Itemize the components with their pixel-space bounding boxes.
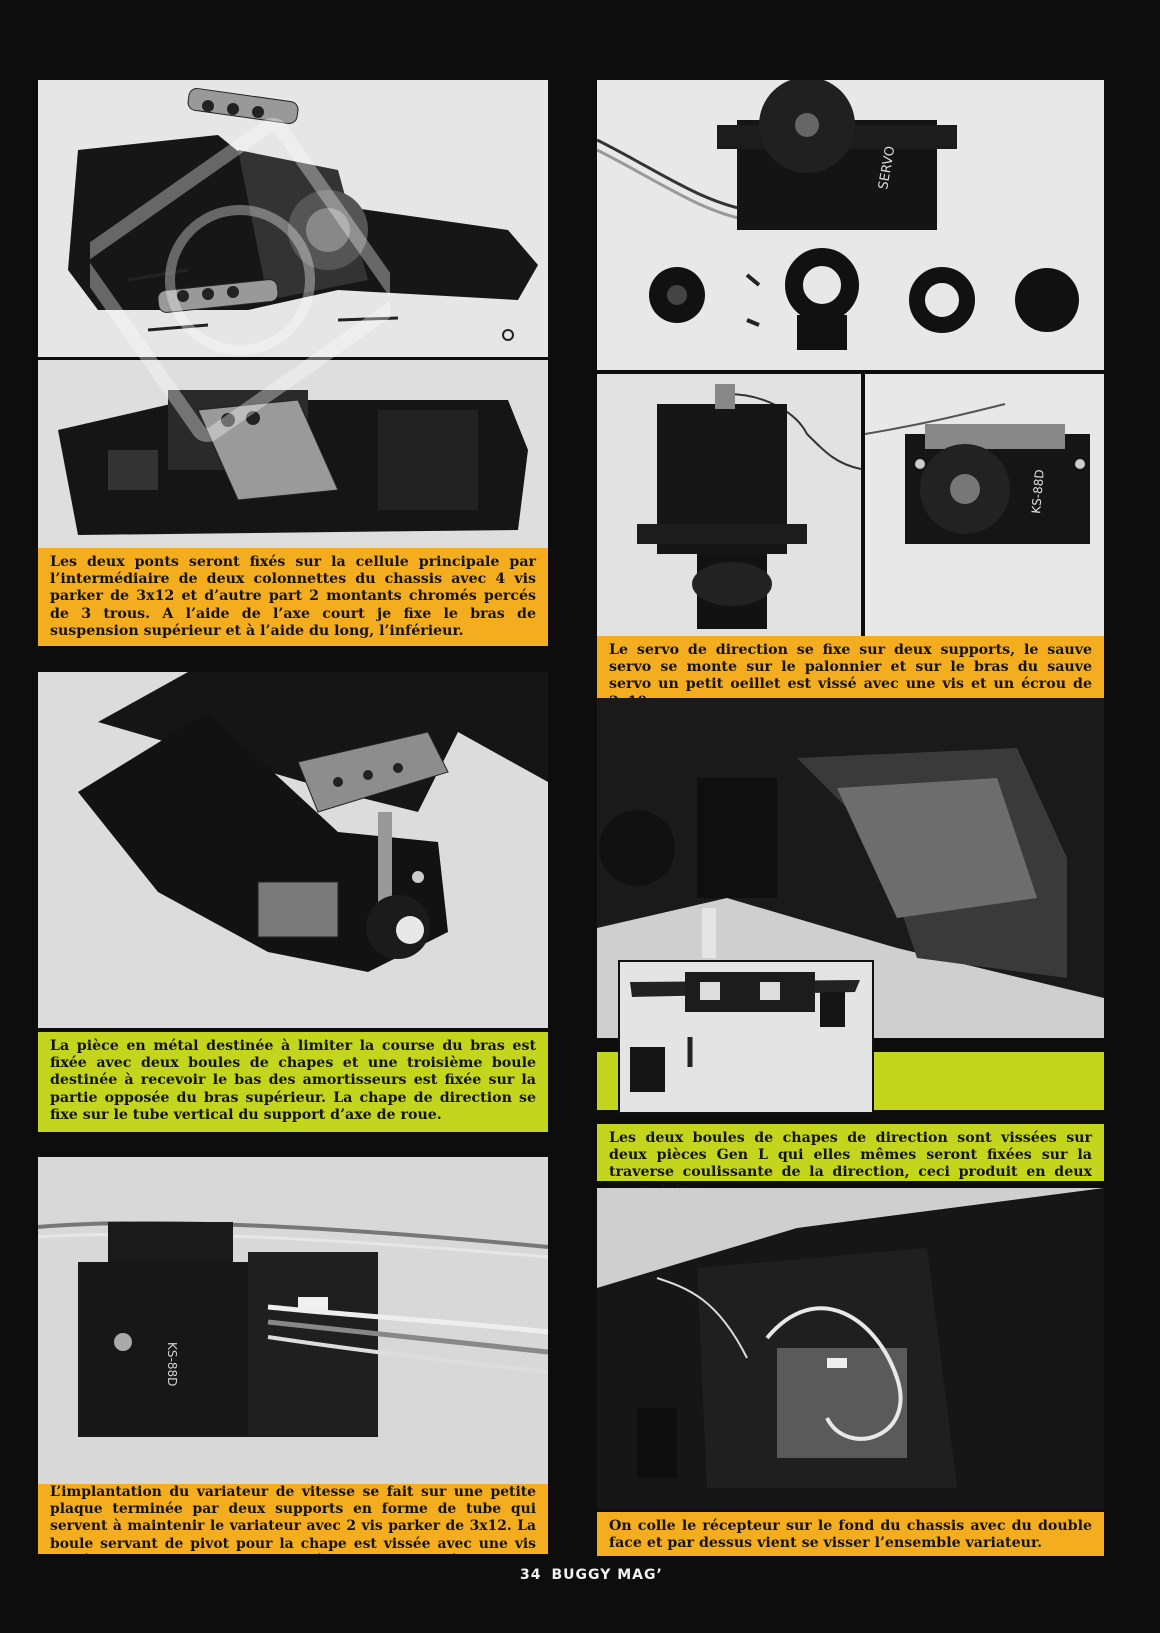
photo-servo-side <box>597 374 861 636</box>
page-footer: 34 BUGGY MAG’ <box>520 1567 663 1583</box>
inset-gen-l-pieces-top <box>618 960 874 1114</box>
caption-piece-metal: La pièce en métal destinée à limiter la … <box>38 1032 548 1132</box>
caption-boules-direction: Les deux boules de chapes de direction s… <box>597 1124 1104 1198</box>
servo-model-label: KS-88D <box>165 1342 179 1386</box>
photo-receiver-chassis <box>597 1188 1104 1510</box>
photo-servo-parts: SERVO <box>597 80 1104 370</box>
caption-variateur: L’implantation du variateur de vitesse s… <box>38 1484 548 1554</box>
caption-ponts: Les deux ponts seront fixés sur la cellu… <box>38 548 548 646</box>
caption-servo-direction: Le servo de direction se fixe sur deux s… <box>597 636 1104 710</box>
caption-recepteur: On colle le récepteur sur le fond du cha… <box>597 1512 1104 1556</box>
photo-suspension-arm <box>38 672 548 1028</box>
photo-servo-front: KS-88D <box>865 374 1104 636</box>
photo-speed-controller: KS-88D <box>38 1157 548 1484</box>
photo-chassis-assembled <box>38 360 548 548</box>
page-number: 34 <box>520 1567 542 1583</box>
servo-label-text: SERVO <box>876 145 898 191</box>
servo-label-text-2: KS-88D <box>1029 469 1047 514</box>
photo-chassis-parts-exploded <box>38 80 548 357</box>
magazine-name: BUGGY MAG’ <box>551 1567 663 1583</box>
